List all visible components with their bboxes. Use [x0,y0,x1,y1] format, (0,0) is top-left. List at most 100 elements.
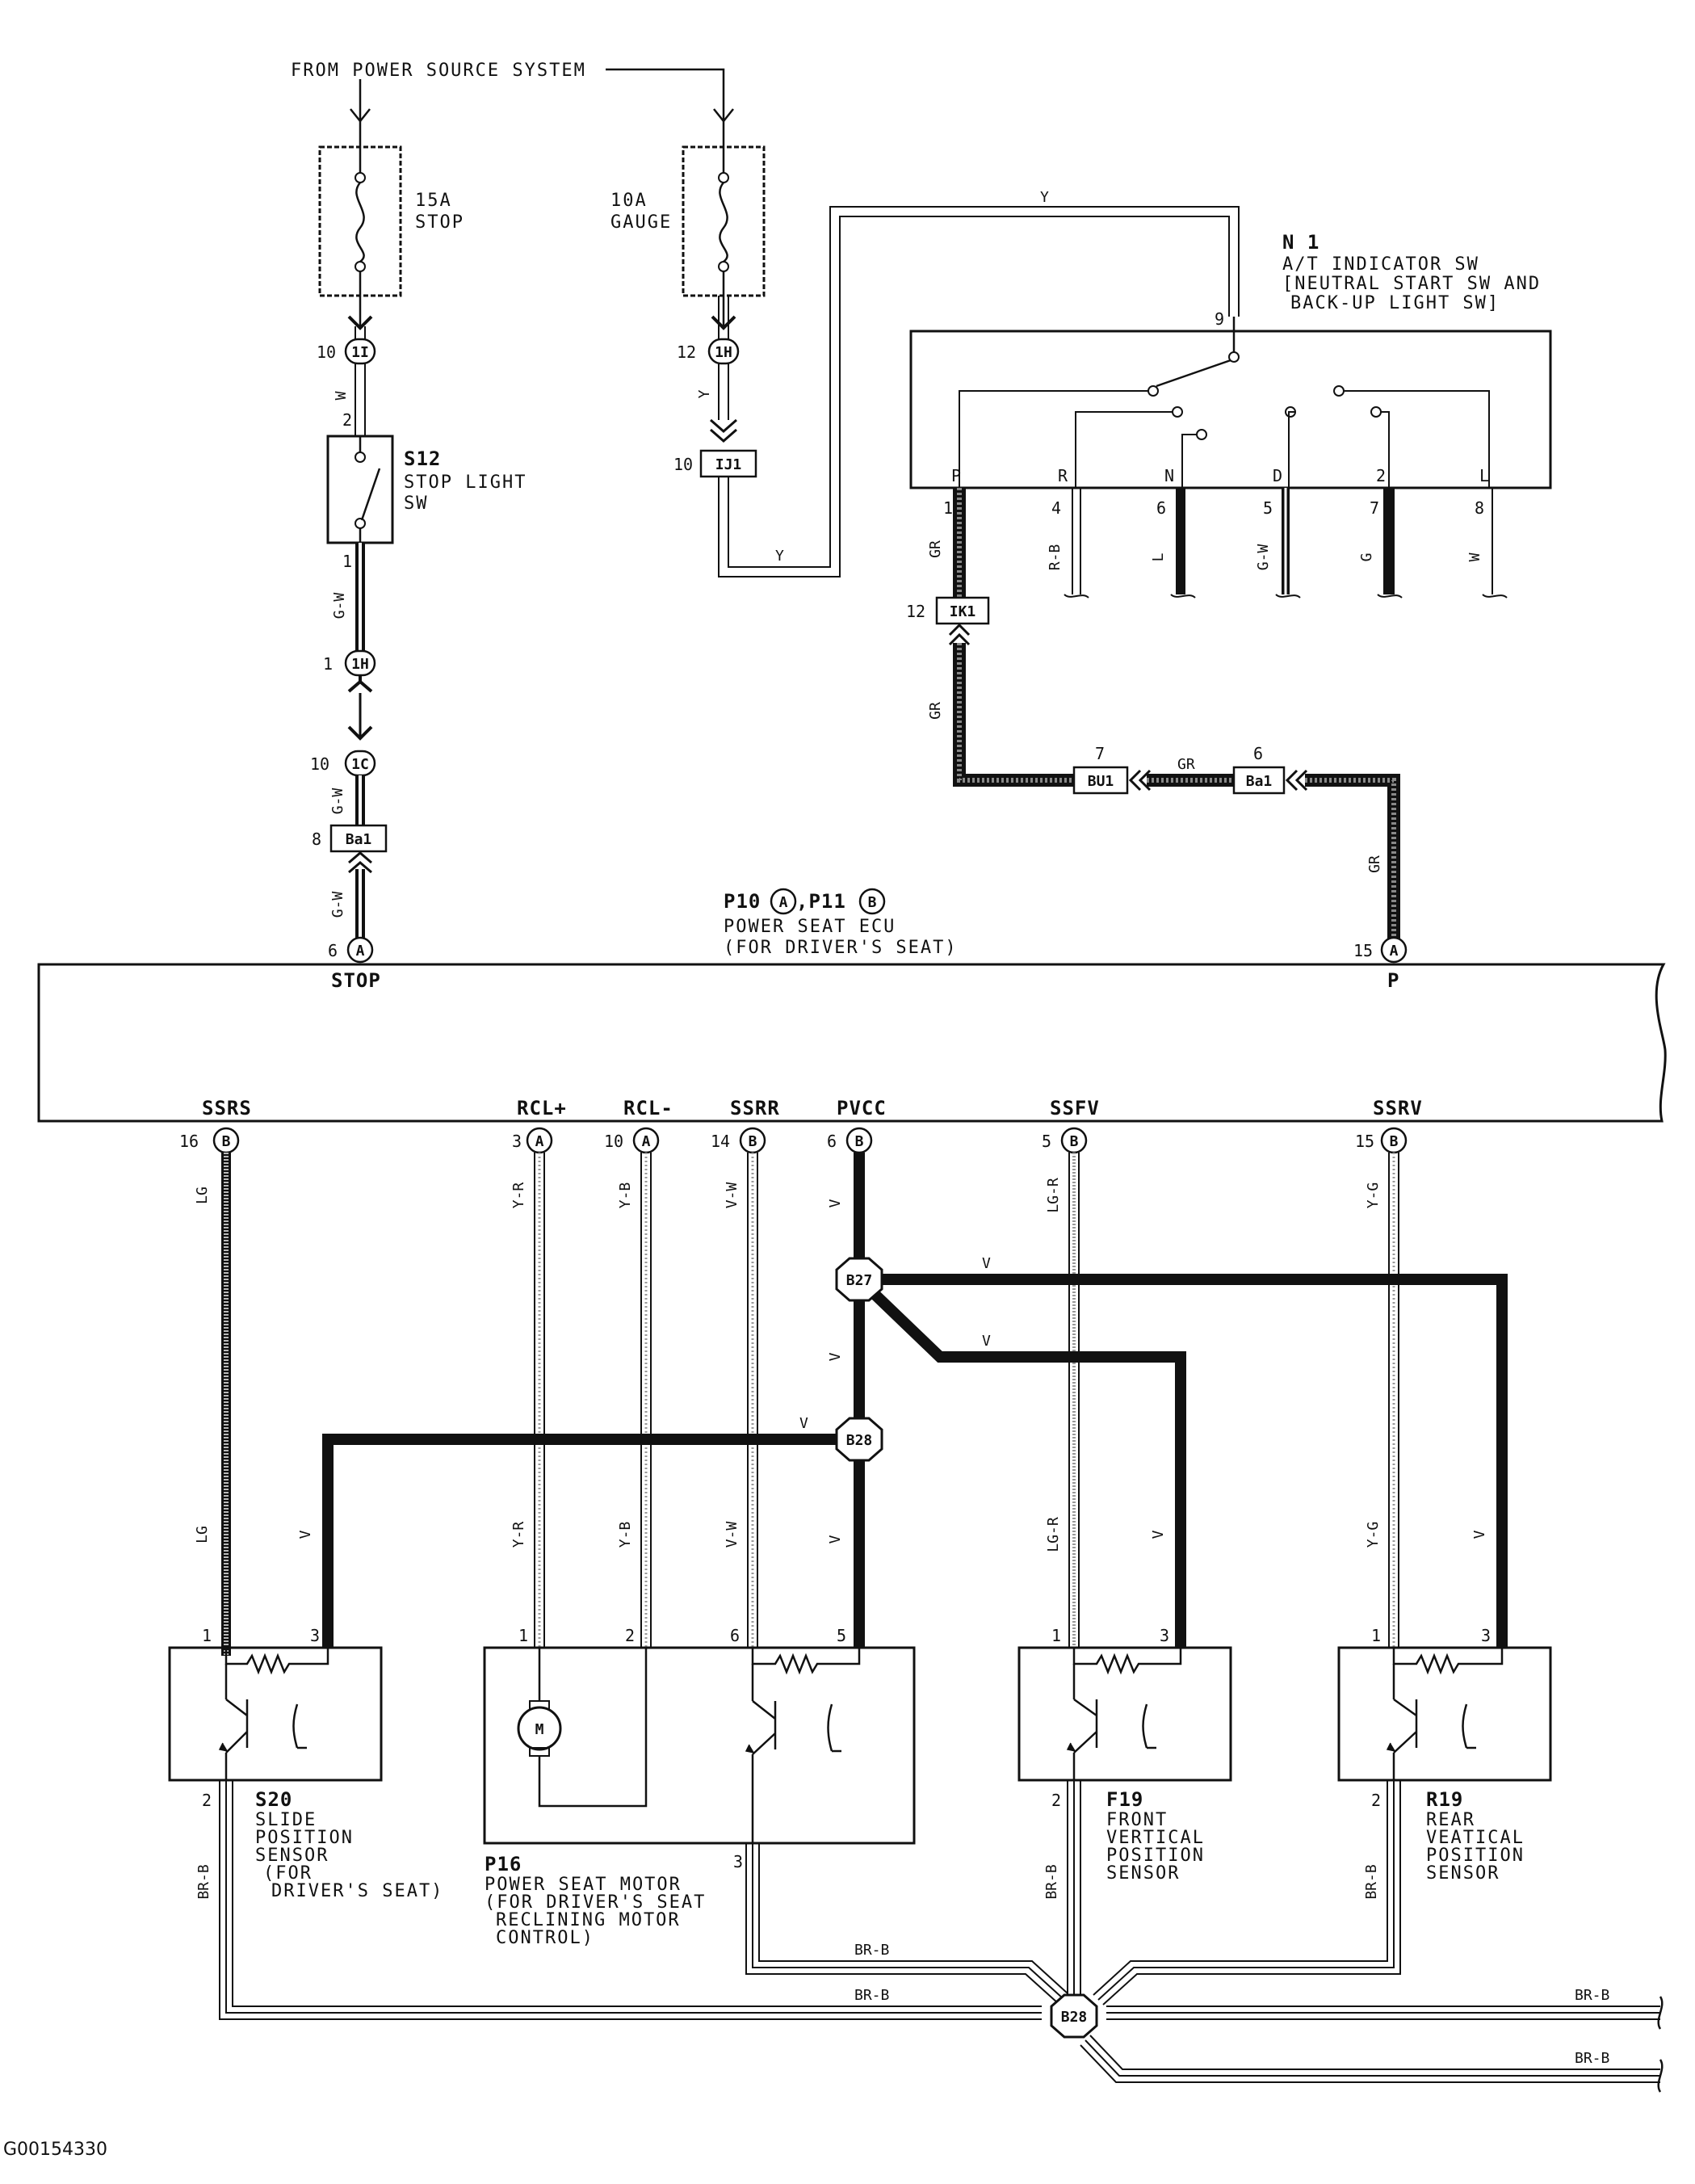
seat-motor-p16: 1 2 6 5 M 3 P16 POWER SEAT MOTOR (FOR DR… [483,1626,916,1948]
n1-line1: A/T INDICATOR SW [1282,254,1479,275]
wire-rclm-label-2: Y-B [617,1522,634,1548]
fuse-10a-name: GAUGE [610,212,672,233]
conn-1c-code: 1C [351,756,369,773]
stop-sw-name2: SW [404,494,429,514]
wire-v-label-7: V [297,1530,314,1539]
ecu-pin-pvcc-name: PVCC [837,1097,887,1119]
f19-id: F19 [1106,1788,1143,1811]
wire-rclp-label-1: Y-R [510,1182,527,1209]
wire-ssrr-label-1: V-W [724,1182,741,1209]
conn-1i-pin: 10 [317,342,336,362]
wire-gr-label-3: GR [1366,855,1383,873]
fuse-15a-amps: 15A [415,191,452,211]
s20-line4: (FOR [263,1863,313,1884]
ecu-id-prefix: P10 [724,890,761,913]
n1-wire-r: R-B [1047,544,1064,571]
conn-1h-top-code: 1H [715,344,732,361]
conn-ij1-pin: 10 [673,455,693,474]
wire-y-label-3: Y [1040,189,1049,206]
s20-pin-3: 3 [310,1626,320,1645]
n1-pin-l: 8 [1475,498,1484,518]
wire-ssfv-label-1: LG-R [1045,1178,1062,1213]
wire-gw-label-1: G-W [331,593,348,620]
ecu-pin-ssrr-num: 14 [711,1132,730,1151]
p16-pin-2: 2 [625,1626,635,1645]
n1-pos-n: N [1164,466,1174,485]
n1-id: N 1 [1282,231,1319,254]
p16-pin-5: 5 [837,1626,846,1645]
ecu-pin-stop-name: STOP [331,969,381,992]
sensor-r19: 1 3 2 R19 REAR VEATICAL POSITION SENSOR [1337,1626,1552,1884]
wire-y-label-1: Y [696,389,713,398]
gauge-chain: 1H 12 Y IJ1 10 Y Y [673,189,1240,578]
n1-pos-r: R [1058,466,1068,485]
ecu-pin-ssrv-conn: B [1390,1133,1399,1150]
wire-brb-label-4: BR-B [854,1942,889,1959]
ecu-pin-pvcc-conn: B [855,1133,864,1150]
wire-v-label-9: V [1471,1530,1488,1539]
junction-b28-ground: B28 [1061,2009,1088,2026]
r19-line2: VEATICAL [1426,1828,1525,1848]
n1-pin-d: 5 [1263,498,1273,518]
n1-pin-p: 1 [943,498,953,518]
p16-line3: RECLINING MOTOR [496,1910,681,1930]
n1-wire-2: G [1358,553,1375,562]
p16-line1: POWER SEAT MOTOR [485,1875,682,1895]
p16-pin-3: 3 [733,1852,743,1871]
junction-b28: B28 [846,1432,873,1449]
r19-pin-1: 1 [1371,1626,1381,1645]
n1-pin-r: 4 [1051,498,1061,518]
r19-pin-3: 3 [1481,1626,1491,1645]
ecu-pin-ssrs-num: 16 [179,1132,199,1151]
f19-line3: POSITION [1106,1846,1205,1866]
ground-network [219,1780,1664,2093]
wire-gw-label-2: G-W [329,788,346,815]
fuse-10a-gauge: 10A GAUGE [610,121,766,326]
indicator-switch: N 1 A/T INDICATOR SW [NEUTRAL START SW A… [909,231,1552,598]
stop-sw-name1: STOP LIGHT [404,472,527,493]
wire-rclp-label-2: Y-R [510,1522,527,1548]
s20-line3: SENSOR [255,1846,329,1866]
stop-chain: 1I 10 W 2 S12 STOP LIGHT SW 1 G-W 1H 1 1… [310,315,527,992]
fuse-15a-name: STOP [415,212,464,233]
wire-ssrr-label-2: V-W [724,1522,741,1548]
wire-gr-label-2: GR [1177,756,1195,773]
wire-gr-label-1: GR [927,702,944,720]
conn-1h-stop-code: 1H [351,656,369,673]
v-supply-network: V V V V V V V V V B27 B28 [297,1153,1508,1648]
figure-id: G00154330 [3,2140,107,2160]
n1-wire-n: L [1150,552,1167,561]
conn-ba1-right-pin: 6 [1253,744,1263,763]
wire-v-label-4: V [982,1255,991,1272]
conn-ba1-left-pin: 8 [312,830,321,849]
wire-brb-label-7: BR-B [1575,2050,1609,2067]
p16-line4: CONTROL) [496,1928,594,1948]
conn-1c-pin: 10 [310,754,329,774]
wire-w-label: W [333,391,350,400]
stop-sw-pin-top: 2 [342,410,352,430]
wire-brb-label-6: BR-B [1575,1987,1609,2004]
ecu-pin-rclm-conn: A [642,1133,651,1150]
ecu-conn-a: A [779,894,788,911]
r19-pin-2: 2 [1371,1791,1381,1810]
ecu-pin-rclp-name: RCL+ [517,1097,567,1119]
r19-line3: POSITION [1426,1846,1525,1866]
wire-ssrs-label-1: LG [194,1186,211,1204]
conn-1h-top-pin: 12 [677,342,696,362]
n1-positions: P R N D 2 L [951,466,1489,485]
ecu-pin-ssrr-name: SSRR [730,1097,780,1119]
wire-ssrv-label-1: Y-G [1365,1182,1382,1209]
p16-line2: (FOR DRIVER'S SEAT [485,1892,706,1913]
ecu-pin-rclm-name: RCL- [623,1097,673,1119]
fuse-15a-stop: 15A STOP [318,121,464,326]
n1-wire-l: W [1466,552,1483,561]
sensor-s20: 1 3 2 S20 SLIDE POSITION SENSOR (FOR DRI… [168,1626,442,1901]
ecu-pin-pvcc-num: 6 [827,1132,837,1151]
n1-pos-2: 2 [1376,466,1386,485]
ecu-bottom-pins: B 16 A 3 A 10 B 14 B 6 B 5 B 15 LG LG Y- [179,1127,1408,1656]
wire-rclm-label-1: Y-B [617,1182,634,1209]
s20-id: S20 [255,1788,292,1811]
fuse-10a-amps: 10A [610,191,648,211]
n1-pin-n: 6 [1156,498,1166,518]
